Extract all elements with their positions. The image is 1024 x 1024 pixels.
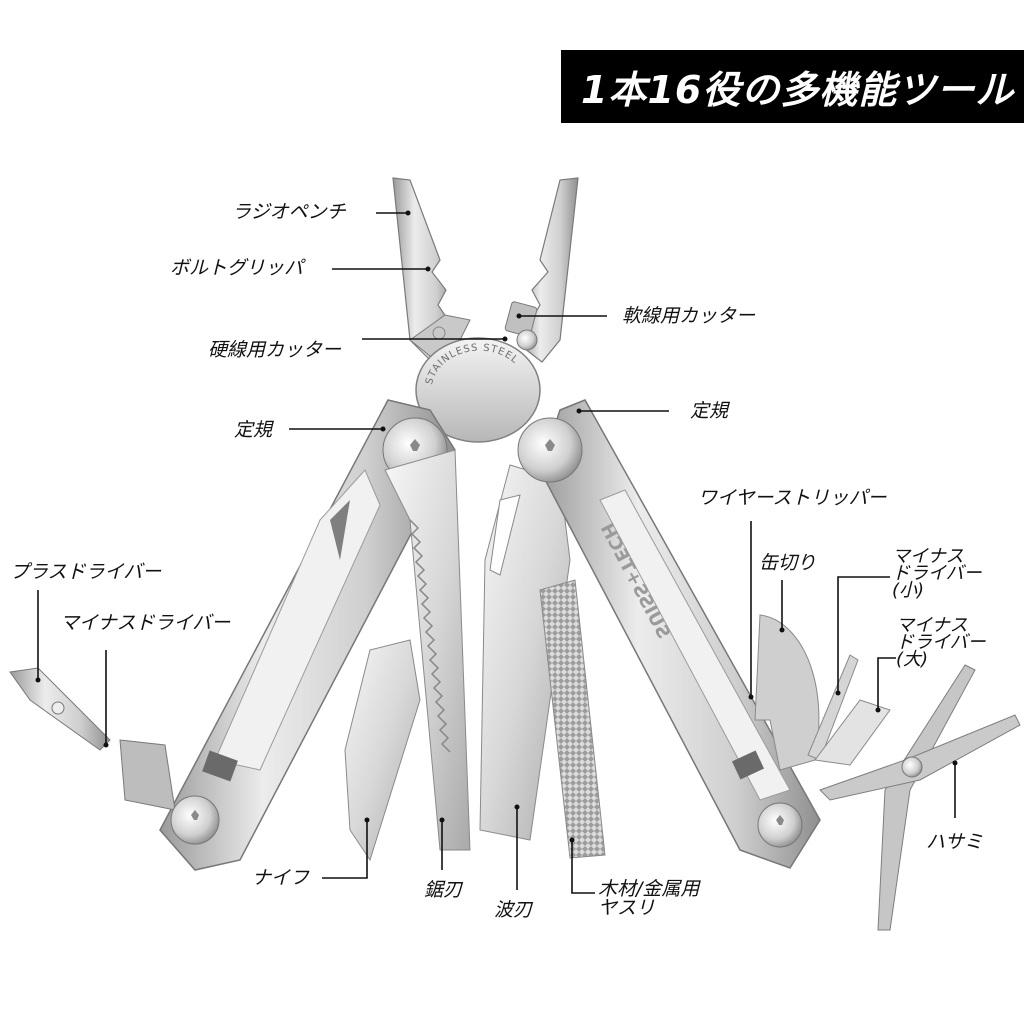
label-flat-driver-small: マイナス ドライバー (小)	[892, 546, 982, 601]
left-handle	[119, 399, 456, 871]
label-flat-driver: マイナスドライバー	[60, 612, 231, 634]
label-ruler-right: 定規	[690, 400, 729, 422]
scissors	[819, 664, 1021, 931]
page-title: 1本16役の多機能ツール	[581, 68, 1015, 112]
leader-lines	[37, 212, 956, 894]
leader-flat-driver-small	[837, 576, 890, 693]
label-ruler-left: 定規	[234, 419, 273, 441]
label-soft-wire-cutter: 軟線用カッター	[622, 305, 756, 327]
label-flat-driver-large: マイナス ドライバー (大)	[896, 615, 986, 670]
label-bolt-gripper: ボルトグリッパ	[170, 257, 304, 279]
pivot-plate: STAINLESS STEEL	[415, 337, 541, 443]
label-scissors: ハサミ	[926, 831, 984, 853]
label-serrated-blade: 波刃	[494, 899, 533, 921]
leader-dots	[35, 210, 958, 843]
label-file: 木材/金属用 ヤスリ	[598, 878, 700, 919]
can-opener	[754, 614, 820, 771]
label-phillips-driver: プラスドライバー	[10, 561, 162, 583]
file-blade	[539, 579, 606, 859]
title-banner: 1本16役の多機能ツール	[561, 50, 1024, 123]
label-saw: 鋸刃	[424, 879, 463, 901]
screwdriver-bit	[9, 667, 111, 751]
knife-blade	[344, 639, 421, 862]
pliers-jaws	[392, 177, 579, 363]
label-wire-stripper: ワイヤーストリッパー	[698, 487, 887, 509]
saw-blade	[384, 449, 471, 851]
label-knife: ナイフ	[252, 867, 310, 889]
leader-file	[571, 840, 595, 894]
label-hard-wire-cutter: 硬線用カッター	[208, 339, 342, 361]
right-handle: SUISS+TECH	[517, 399, 821, 869]
leader-knife	[322, 820, 368, 879]
large-flat-driver	[814, 699, 891, 766]
label-can-opener: 缶切り	[759, 552, 817, 574]
leader-flat-driver-large	[877, 657, 896, 710]
label-needle-nose-pliers: ラジオペンチ	[232, 201, 346, 223]
